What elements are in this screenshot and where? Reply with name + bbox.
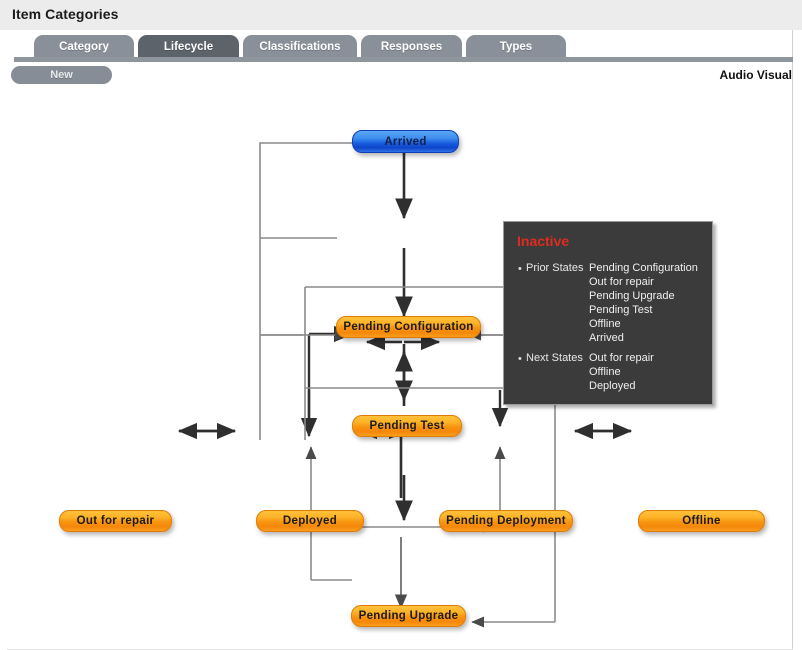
next-state-0: Out for repair <box>589 352 654 364</box>
prior-state-1: Out for repair <box>589 276 654 288</box>
next-state-2: Deployed <box>589 380 636 392</box>
prior-state-4: Offline <box>589 318 621 330</box>
tab-classifications[interactable]: Classifications <box>243 35 357 58</box>
prior-state-5: Arrived <box>589 332 624 344</box>
window-titlebar: Item Categories <box>0 0 802 30</box>
next-states-label: Next States <box>526 352 583 364</box>
node-pending-configuration[interactable]: Pending Configuration <box>336 316 481 338</box>
node-arrived[interactable]: Arrived <box>352 130 459 153</box>
prior-states-bullet: • <box>518 263 522 275</box>
tooltip-title: Inactive <box>517 233 570 249</box>
diagram-connectors <box>177 142 633 628</box>
next-states-bullet: • <box>518 353 522 365</box>
prior-state-3: Pending Test <box>589 304 653 316</box>
prior-state-0: Pending Configuration <box>589 262 698 274</box>
prior-state-2: Pending Upgrade <box>589 290 675 302</box>
tab-responses[interactable]: Responses <box>361 35 462 58</box>
node-pending-test[interactable]: Pending Test <box>352 415 462 437</box>
tab-underline <box>14 57 793 62</box>
tab-category[interactable]: Category <box>34 35 134 58</box>
tab-types[interactable]: Types <box>466 35 566 58</box>
node-pending-deployment[interactable]: Pending Deployment <box>439 510 573 532</box>
node-deployed[interactable]: Deployed <box>256 510 364 532</box>
lifecycle-diagram: Arrived Pending Configuration Pending Te… <box>7 90 793 648</box>
page-title: Item Categories <box>12 6 119 22</box>
node-pending-upgrade[interactable]: Pending Upgrade <box>351 605 466 627</box>
tab-lifecycle[interactable]: Lifecycle <box>138 35 239 58</box>
next-state-1: Offline <box>589 366 621 378</box>
new-button[interactable]: New <box>11 66 112 84</box>
category-context-label: Audio Visual <box>719 68 792 82</box>
prior-states-label: Prior States <box>526 262 584 274</box>
node-out-for-repair[interactable]: Out for repair <box>59 510 172 532</box>
tab-strip: Category Lifecycle Classifications Respo… <box>7 30 793 58</box>
state-info-tooltip: Inactive • Prior States Pending Configur… <box>503 221 713 405</box>
node-offline[interactable]: Offline <box>638 510 765 532</box>
